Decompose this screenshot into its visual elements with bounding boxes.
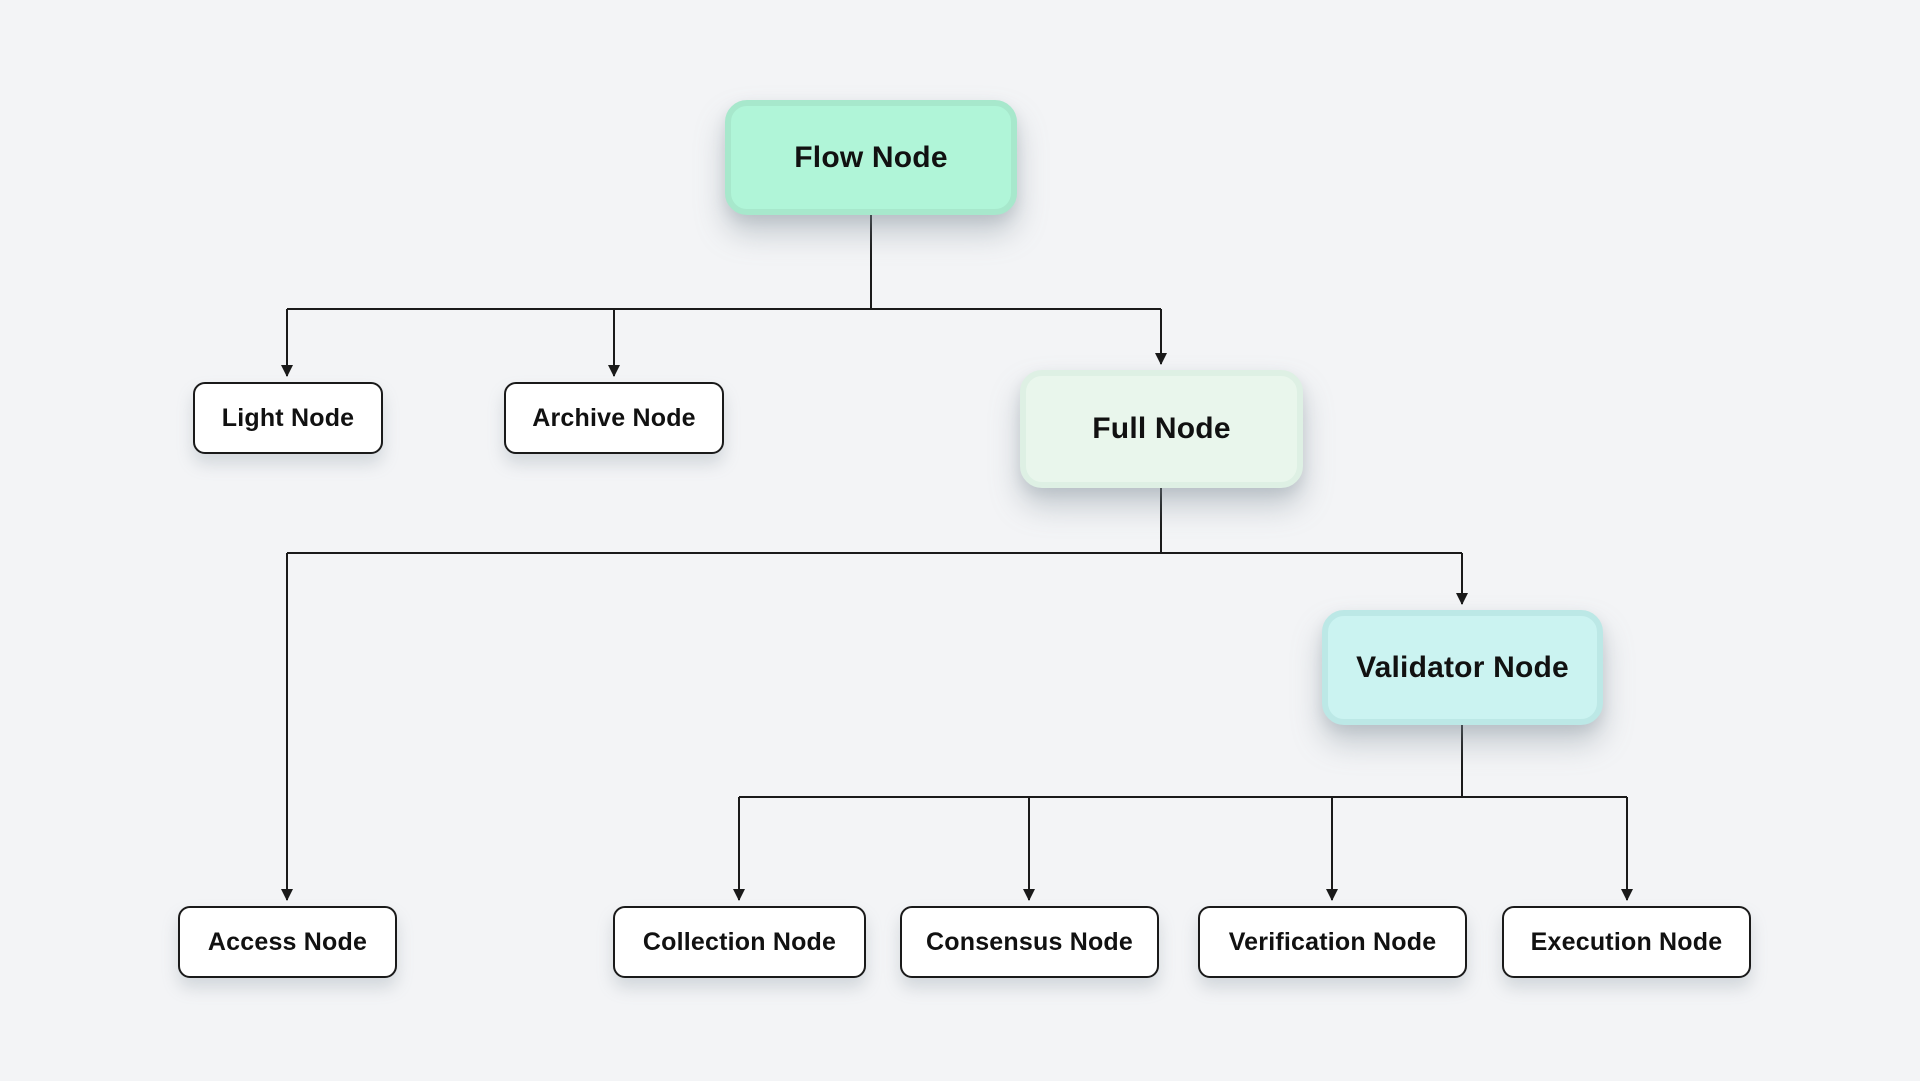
node-execution-label: Execution Node: [1530, 927, 1723, 956]
node-full: Full Node: [1020, 370, 1303, 488]
node-access-label: Access Node: [207, 927, 368, 956]
node-validator-label: Validator Node: [1356, 650, 1569, 684]
node-verification-label: Verification Node: [1228, 927, 1437, 956]
node-collection: Collection Node: [613, 906, 866, 978]
node-archive-label: Archive Node: [532, 403, 696, 432]
node-collection-label: Collection Node: [642, 927, 837, 956]
node-flow-label: Flow Node: [794, 140, 948, 174]
node-execution: Execution Node: [1502, 906, 1751, 978]
node-archive: Archive Node: [504, 382, 724, 454]
node-flow: Flow Node: [725, 100, 1017, 215]
node-validator: Validator Node: [1322, 610, 1603, 725]
node-light-label: Light Node: [221, 403, 355, 432]
node-verification: Verification Node: [1198, 906, 1467, 978]
node-light: Light Node: [193, 382, 383, 454]
node-consensus: Consensus Node: [900, 906, 1159, 978]
node-consensus-label: Consensus Node: [926, 927, 1133, 956]
node-full-label: Full Node: [1092, 412, 1231, 445]
node-access: Access Node: [178, 906, 397, 978]
